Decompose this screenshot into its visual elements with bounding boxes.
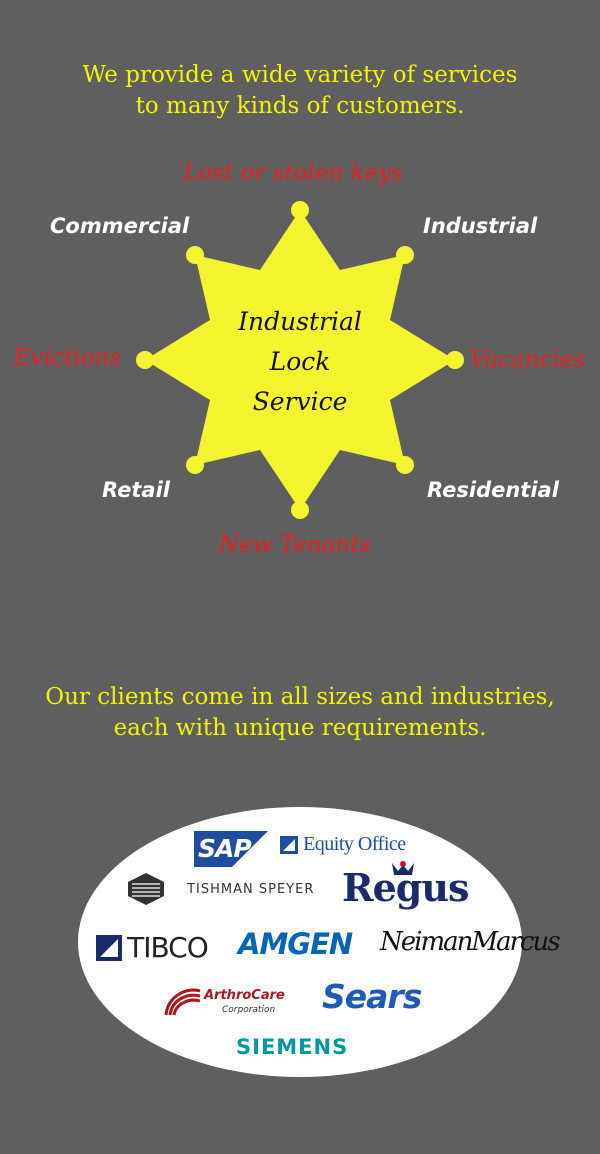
regus-crown-icon xyxy=(392,861,414,875)
star-point-bottom-right xyxy=(396,456,414,474)
neiman-marcus-logo: NeimanMarcus xyxy=(380,927,561,957)
label-lost-keys: Lost or stolen keys xyxy=(183,160,403,186)
tishman-speyer-logo: TISHMAN SPEYER xyxy=(128,873,314,905)
tibco-text: TIBCO xyxy=(127,931,209,964)
arthrocare-swoosh-icon xyxy=(164,988,201,1016)
neiman-marcus-text: NeimanMarcus xyxy=(380,927,561,957)
center-line-1: Industrial xyxy=(238,307,362,336)
center-line-2: Lock xyxy=(269,347,331,376)
sap-logo-text: SAP xyxy=(198,834,252,863)
equity-office-logo: Equity Office xyxy=(280,833,406,856)
label-commercial: Commercial xyxy=(50,214,190,238)
intro-headline: We provide a wide variety of services to… xyxy=(0,60,600,122)
amgen-logo: AMGEN xyxy=(238,927,353,961)
sears-logo: Sears xyxy=(322,977,422,1016)
star-point-right xyxy=(446,351,464,369)
label-residential: Residential xyxy=(427,478,559,502)
client-logos-panel: SAP Equity Office TISHMAN SPEYER Regus xyxy=(78,807,561,1077)
tibco-icon xyxy=(96,934,122,961)
tibco-logo: TIBCO xyxy=(96,931,209,964)
star-center-title: Industrial Lock Service xyxy=(225,302,375,422)
siemens-text: SIEMENS xyxy=(236,1035,349,1059)
arthrocare-text: ArthroCare xyxy=(204,988,285,1003)
star-point-top xyxy=(291,201,309,219)
amgen-text: AMGEN xyxy=(238,927,353,961)
star-point-top-left xyxy=(186,246,204,264)
star-point-top-right xyxy=(396,246,414,264)
center-line-3: Service xyxy=(252,387,348,416)
label-industrial: Industrial xyxy=(423,214,538,238)
siemens-logo: SIEMENS xyxy=(236,1035,348,1059)
equity-office-icon xyxy=(280,835,298,854)
regus-logo: Regus xyxy=(342,861,469,910)
star-point-bottom xyxy=(291,501,309,519)
label-new-tenants: New Tenants xyxy=(219,532,372,558)
equity-office-text: Equity Office xyxy=(303,833,406,855)
tishman-speyer-icon xyxy=(128,873,164,905)
label-vacancies: Vacancies xyxy=(470,347,586,373)
star-point-left xyxy=(136,351,154,369)
sears-text: Sears xyxy=(322,977,422,1016)
label-evictions: Evictions xyxy=(14,345,122,371)
star-point-bottom-left xyxy=(186,456,204,474)
clients-headline: Our clients come in all sizes and indust… xyxy=(0,682,600,744)
sap-logo-mark xyxy=(194,831,268,867)
arthrocare-sub-text: Corporation xyxy=(222,1005,276,1015)
tishman-speyer-text: TISHMAN SPEYER xyxy=(187,881,315,897)
service-star-diagram xyxy=(136,201,464,519)
clients-line-2: each with unique requirements. xyxy=(113,715,487,741)
intro-line-2: to many kinds of customers. xyxy=(135,93,465,119)
clients-line-1: Our clients come in all sizes and indust… xyxy=(45,684,555,710)
label-retail: Retail xyxy=(102,478,170,502)
intro-line-1: We provide a wide variety of services xyxy=(82,62,518,88)
service-star-shape xyxy=(145,210,455,510)
